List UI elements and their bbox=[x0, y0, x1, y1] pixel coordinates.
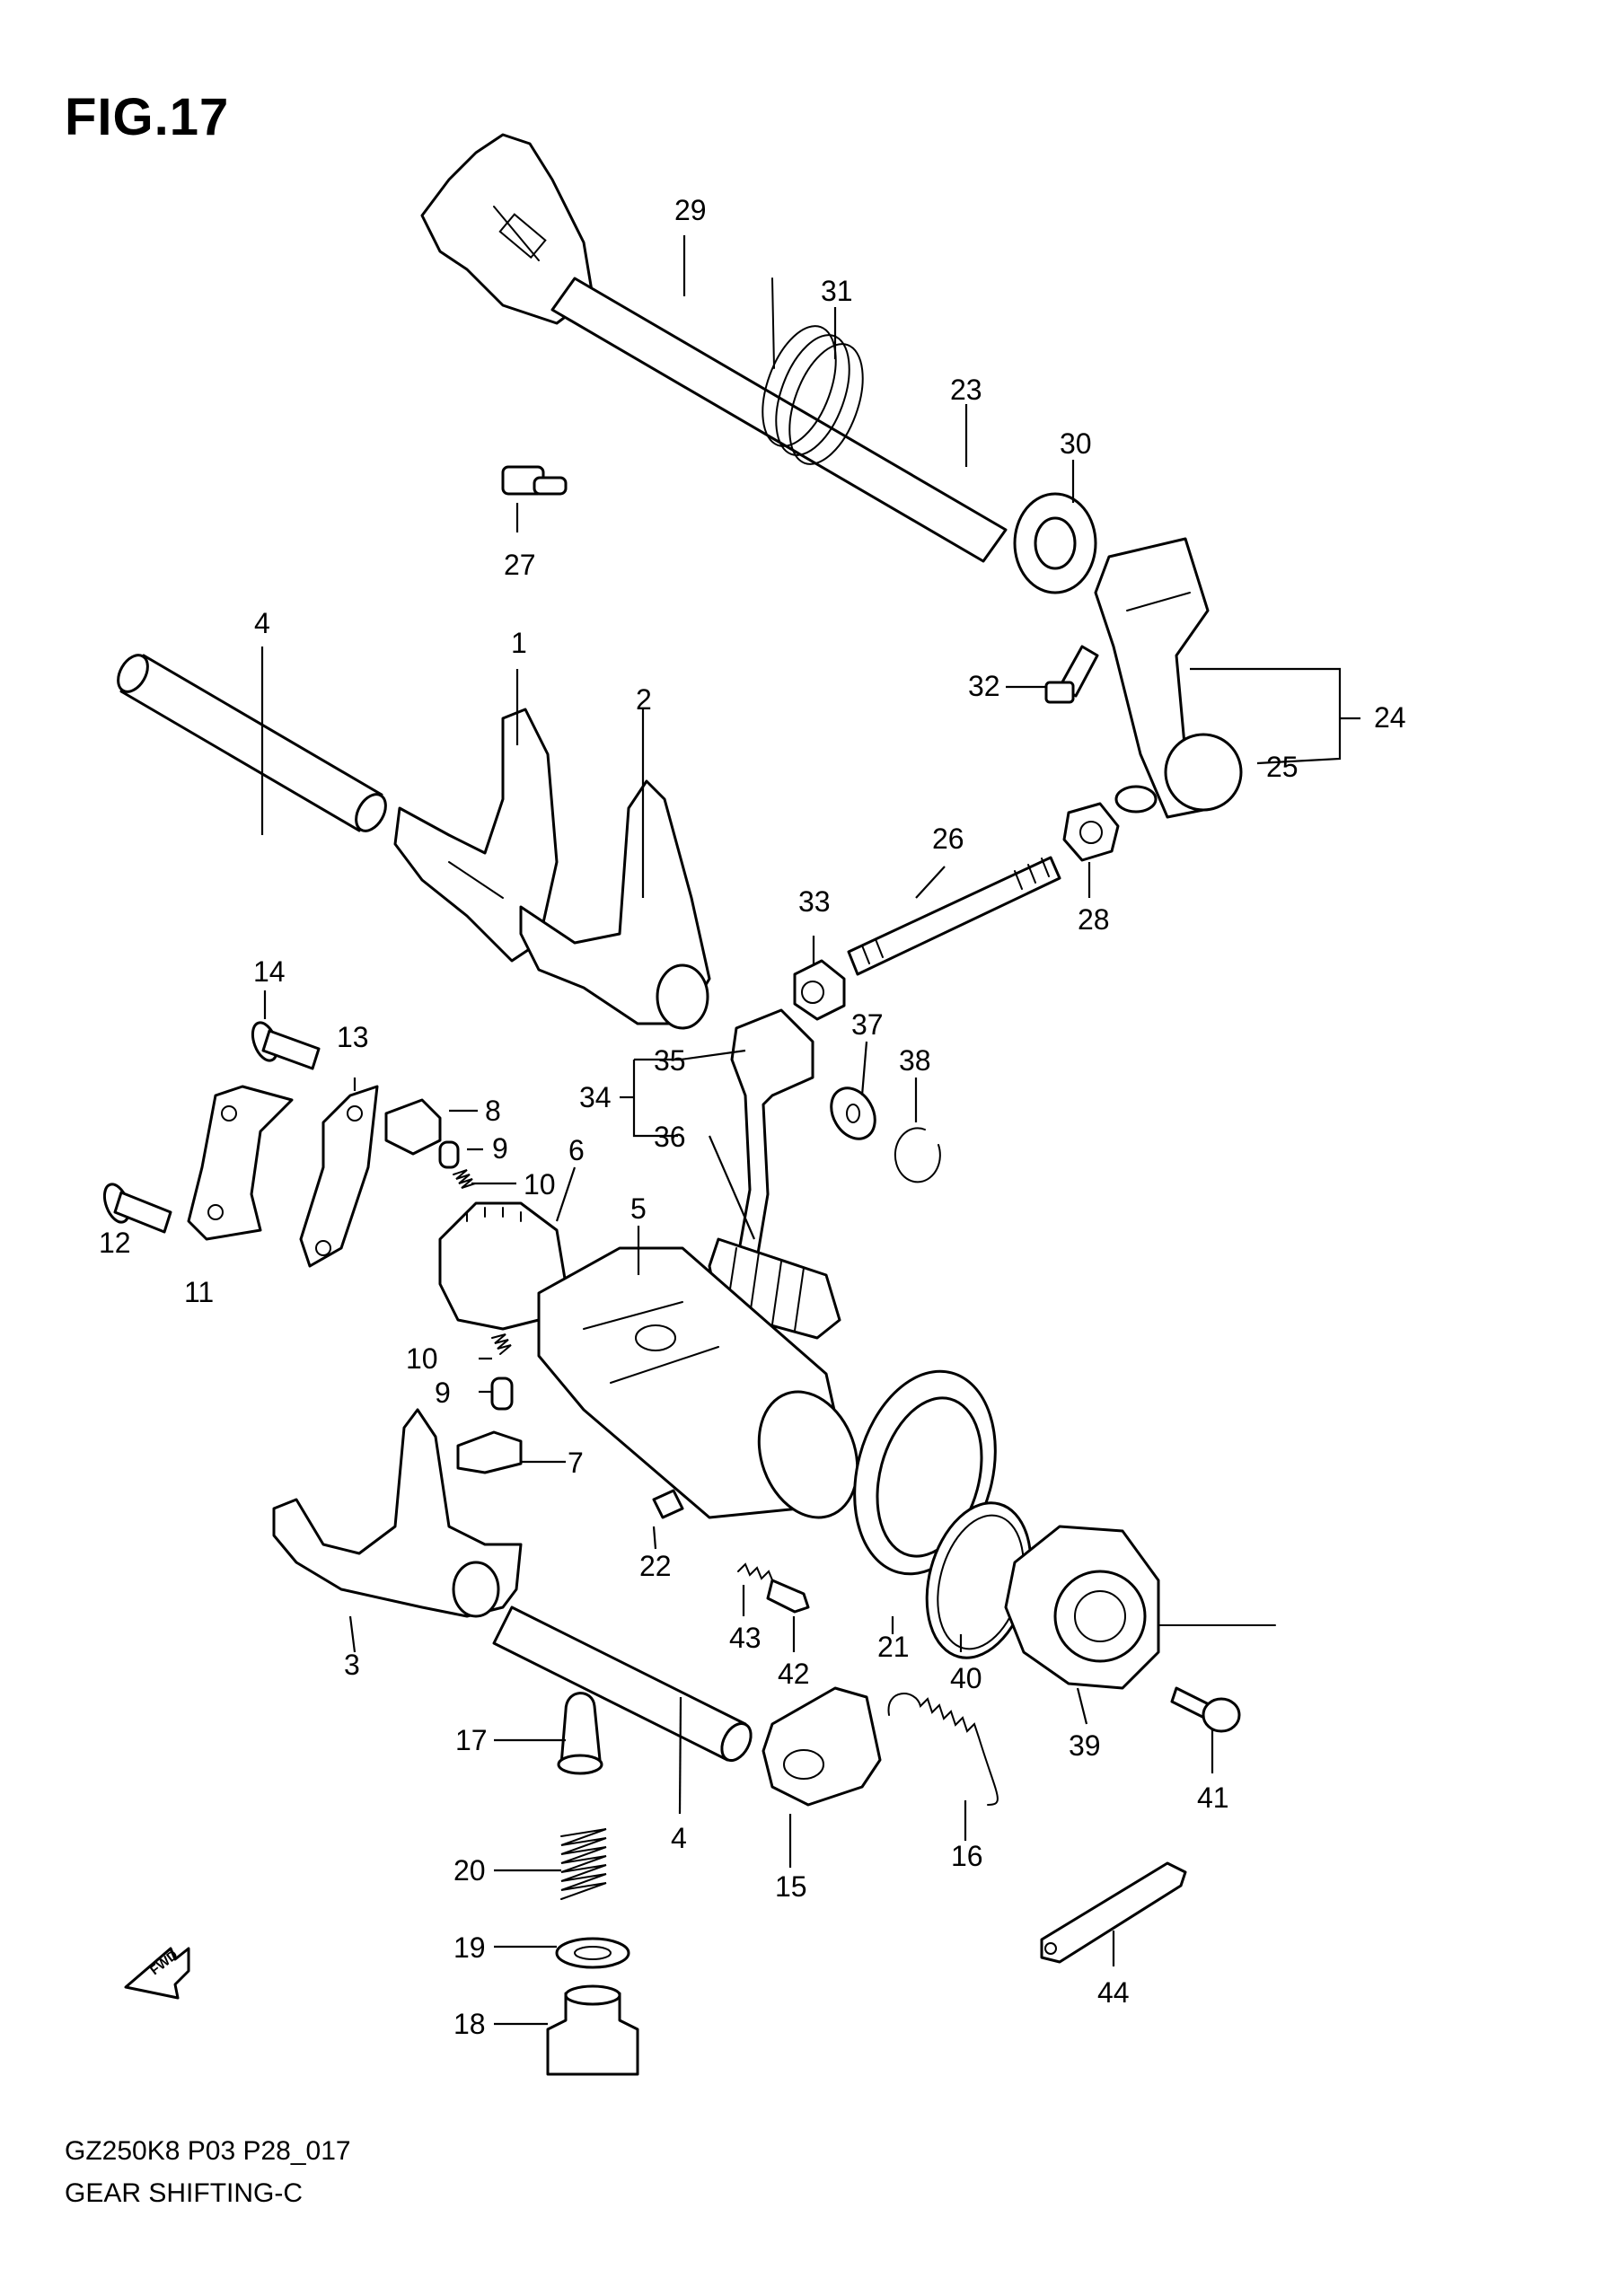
callout-labels: 29 31 23 30 32 24 25 26 28 27 33 4 1 2 3… bbox=[99, 194, 1406, 2040]
callout-5: 5 bbox=[630, 1192, 647, 1225]
nut-33-part bbox=[793, 959, 846, 1021]
fork-shaft-upper-part bbox=[117, 654, 387, 832]
pin-27-part bbox=[501, 465, 568, 496]
callout-44: 44 bbox=[1097, 1976, 1130, 2009]
bolt-32-part bbox=[1044, 645, 1099, 704]
callout-10-lower: 10 bbox=[406, 1342, 438, 1375]
callout-37: 37 bbox=[851, 1008, 884, 1041]
washer-19-part bbox=[555, 1937, 630, 1969]
gearshift-cam-part bbox=[537, 1246, 859, 1519]
callout-18: 18 bbox=[453, 2008, 486, 2040]
callout-16: 16 bbox=[951, 1840, 983, 1872]
neutral-stopper-part bbox=[557, 1692, 603, 1775]
callout-12: 12 bbox=[99, 1227, 131, 1259]
callout-41: 41 bbox=[1197, 1781, 1229, 1814]
screw-14-part bbox=[251, 1021, 321, 1070]
callout-4-lower: 4 bbox=[671, 1822, 687, 1854]
fork-shaft-lower-part bbox=[492, 1605, 753, 1763]
callout-29: 29 bbox=[674, 194, 707, 226]
callout-33: 33 bbox=[798, 885, 831, 918]
pawl-lower-part bbox=[456, 1430, 523, 1474]
callout-4-upper: 4 bbox=[254, 607, 270, 639]
diagram-footer: GZ250K8 P03 P28_017 GEAR SHIFTING-C bbox=[65, 2131, 351, 2214]
callout-7: 7 bbox=[568, 1447, 584, 1479]
callout-1: 1 bbox=[511, 627, 527, 659]
callout-35: 35 bbox=[654, 1044, 686, 1077]
callout-15: 15 bbox=[775, 1870, 807, 1903]
cam-guide-part bbox=[299, 1085, 379, 1268]
callout-13: 13 bbox=[337, 1021, 369, 1053]
screw-41-part bbox=[1170, 1686, 1241, 1733]
callout-25: 25 bbox=[1266, 751, 1299, 783]
callout-40: 40 bbox=[950, 1662, 982, 1694]
callout-17: 17 bbox=[455, 1724, 488, 1756]
pin-22-part bbox=[652, 1489, 684, 1519]
gearshift-arm-part bbox=[1094, 537, 1243, 819]
gearshift-fork-2-part bbox=[519, 779, 711, 1030]
diagram-name: GEAR SHIFTING-C bbox=[65, 2177, 304, 2208]
tension-spring-part bbox=[887, 1693, 999, 1806]
callout-8: 8 bbox=[485, 1095, 501, 1127]
pin-42-part bbox=[766, 1579, 810, 1614]
callout-9-upper: 9 bbox=[492, 1132, 508, 1165]
stopper-plate-part bbox=[187, 1085, 294, 1241]
callout-32: 32 bbox=[968, 670, 1000, 702]
spring-lower-part bbox=[491, 1333, 512, 1355]
callout-14: 14 bbox=[253, 955, 286, 988]
diagram-code: GZ250K8 P03 P28_017 bbox=[65, 2136, 351, 2166]
callout-27: 27 bbox=[504, 549, 536, 581]
callout-2: 2 bbox=[636, 683, 652, 716]
spring-43-part bbox=[737, 1562, 774, 1583]
callout-20: 20 bbox=[453, 1854, 486, 1887]
circlip-38-part bbox=[894, 1127, 941, 1183]
pawl-upper-part bbox=[384, 1098, 442, 1156]
pin-upper-part bbox=[438, 1140, 460, 1169]
cam-stopper-part bbox=[762, 1686, 882, 1807]
oil-seal-part bbox=[1013, 492, 1097, 594]
fwd-arrow-icon: FWD bbox=[124, 1947, 190, 2000]
nut-28-part bbox=[1062, 802, 1120, 862]
callout-11: 11 bbox=[184, 1276, 214, 1308]
callout-26: 26 bbox=[932, 823, 964, 855]
callout-3: 3 bbox=[344, 1649, 360, 1681]
callout-43: 43 bbox=[729, 1622, 762, 1654]
spring-upper-part bbox=[453, 1169, 476, 1189]
callout-31: 31 bbox=[821, 275, 853, 307]
callout-6: 6 bbox=[568, 1134, 585, 1166]
callout-21: 21 bbox=[877, 1631, 910, 1663]
screw-12-part bbox=[102, 1183, 172, 1234]
clamp-44-part bbox=[1040, 1861, 1187, 1964]
callout-28: 28 bbox=[1078, 903, 1110, 936]
callout-23: 23 bbox=[950, 374, 982, 406]
callout-42: 42 bbox=[778, 1658, 810, 1690]
gear-position-switch-part bbox=[1004, 1525, 1276, 1690]
pin-lower-part bbox=[490, 1377, 514, 1411]
stopper-bolt-part bbox=[847, 856, 1061, 976]
gearshift-fork-1-part bbox=[393, 708, 559, 963]
gearshift-fork-3-part bbox=[272, 1408, 523, 1618]
callout-34: 34 bbox=[579, 1081, 612, 1113]
washer-37-part bbox=[830, 1086, 876, 1140]
callout-24: 24 bbox=[1374, 701, 1406, 734]
coil-spring-part bbox=[560, 1828, 607, 1900]
callout-30: 30 bbox=[1060, 427, 1092, 460]
callout-39: 39 bbox=[1069, 1729, 1101, 1762]
callout-10-upper: 10 bbox=[524, 1168, 556, 1201]
callout-9-lower: 9 bbox=[435, 1377, 451, 1409]
callout-19: 19 bbox=[453, 1931, 486, 1964]
callout-36: 36 bbox=[654, 1121, 686, 1153]
figure-title: FIG.17 bbox=[65, 88, 230, 146]
leader-lines bbox=[260, 235, 1360, 2026]
callout-38: 38 bbox=[899, 1044, 931, 1077]
gearshift-shaft-part bbox=[420, 133, 1008, 563]
plug-18-part bbox=[546, 1984, 639, 2076]
callout-22: 22 bbox=[639, 1550, 672, 1582]
